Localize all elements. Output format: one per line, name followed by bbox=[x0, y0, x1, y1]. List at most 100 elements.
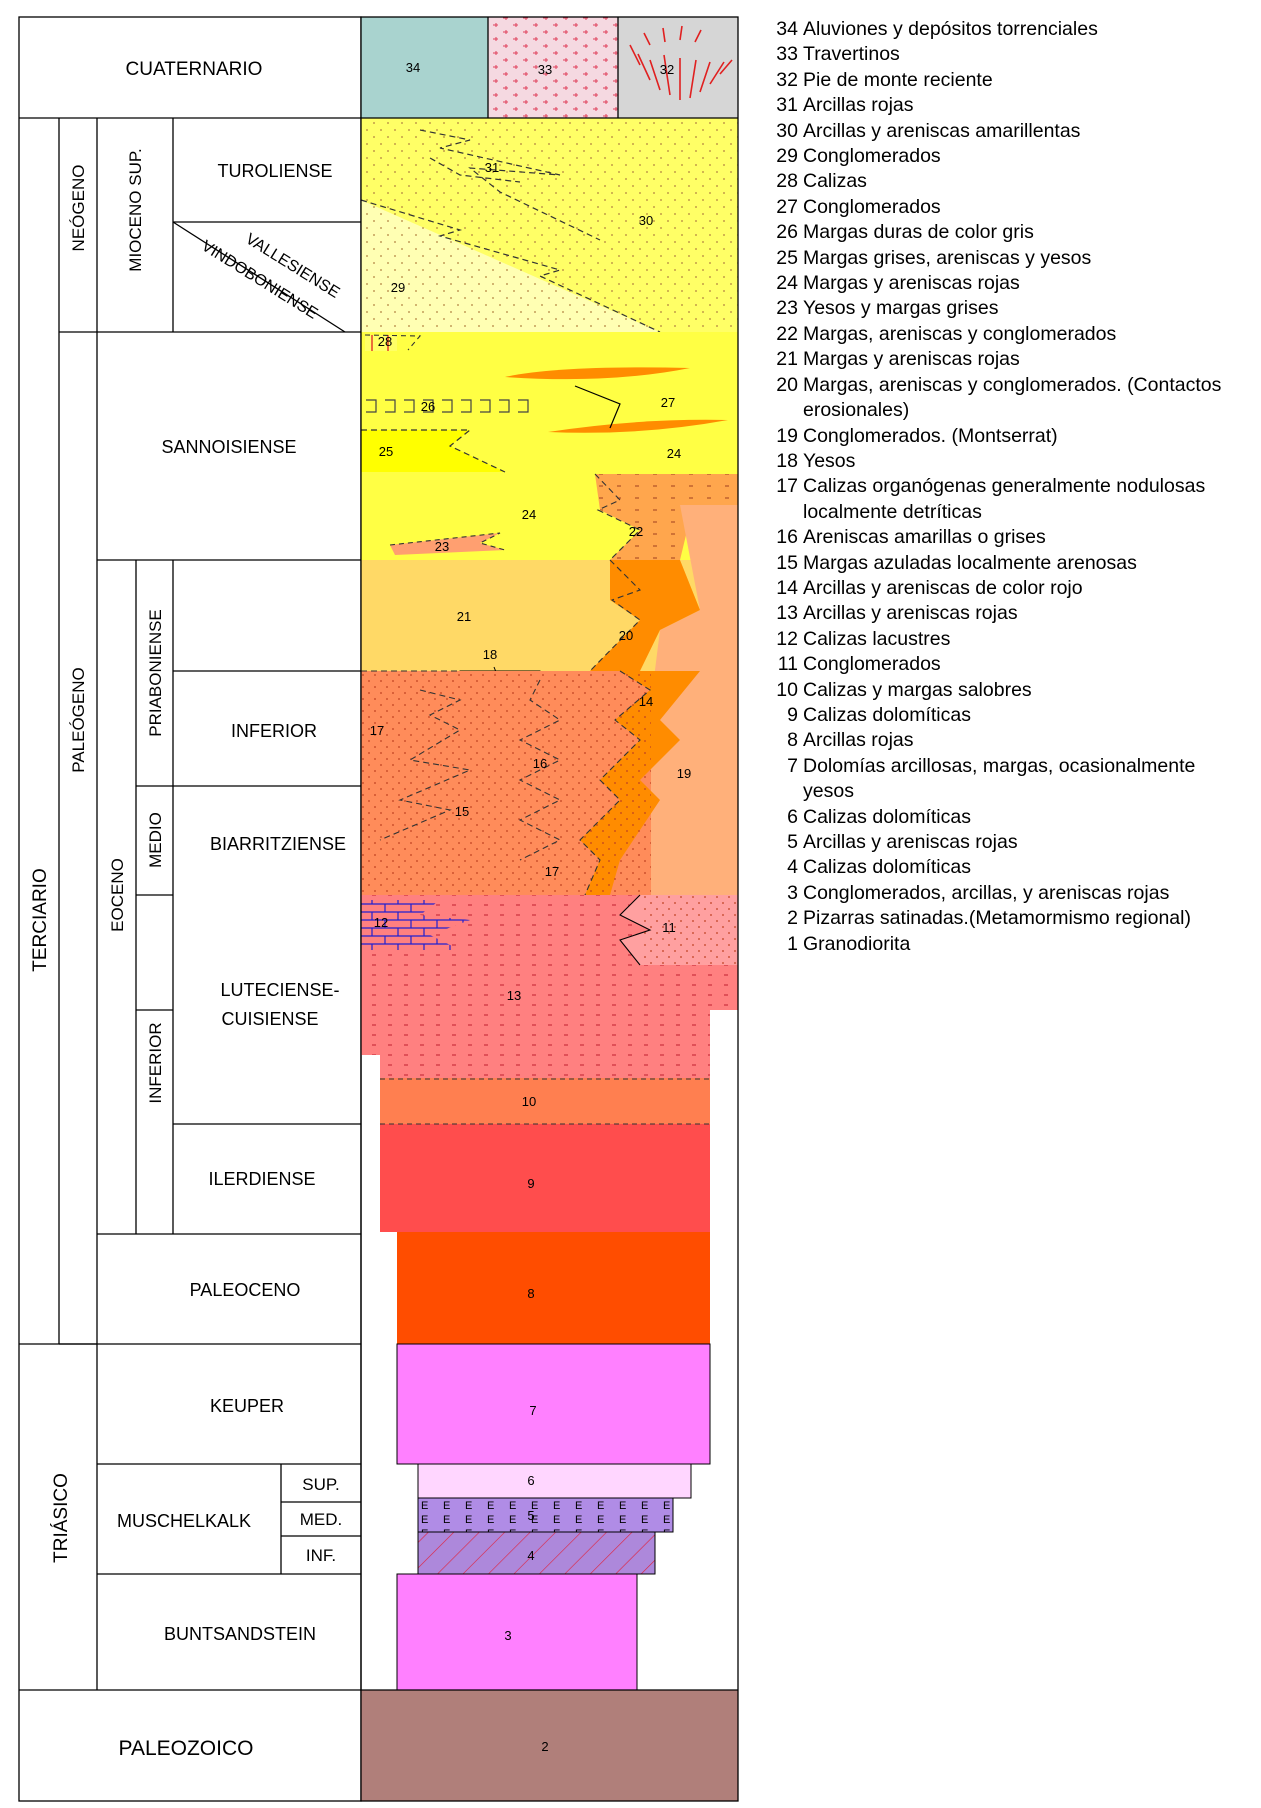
label-muschelkalk: MUSCHELKALK bbox=[117, 1511, 251, 1531]
unit-label-30: 30 bbox=[639, 213, 653, 228]
unit-label-3: 3 bbox=[504, 1628, 511, 1643]
legend-text: Conglomerados, arcillas, y areniscas roj… bbox=[803, 881, 1170, 904]
legend-text: Conglomerados bbox=[803, 195, 941, 218]
unit-label-33: 33 bbox=[538, 62, 552, 77]
unit-26 bbox=[366, 399, 529, 413]
legend-number: 27 bbox=[776, 195, 798, 218]
legend-text: Conglomerados. (Montserrat) bbox=[803, 424, 1058, 447]
legend-number: 32 bbox=[776, 68, 798, 91]
label-paleoceno: PALEOCENO bbox=[190, 1280, 301, 1300]
legend-number: 26 bbox=[776, 221, 798, 244]
legend-number: 9 bbox=[787, 703, 798, 726]
legend-text: Yesos bbox=[803, 449, 856, 472]
unit-label-34: 34 bbox=[406, 60, 420, 75]
legend-text: Calizas lacustres bbox=[803, 627, 951, 650]
unit-label-10: 10 bbox=[522, 1094, 536, 1109]
unit-8 bbox=[397, 1232, 710, 1344]
chronology-table bbox=[18, 16, 362, 1802]
label-priaboniense: PRIABONIENSE bbox=[146, 609, 165, 737]
unit-6 bbox=[417, 1463, 692, 1499]
legend-number: 6 bbox=[787, 805, 798, 828]
unit-32-fan bbox=[629, 25, 733, 100]
unit-27a bbox=[505, 367, 690, 380]
unit-label-24b: 24 bbox=[522, 507, 536, 522]
legend-text: Travertinos bbox=[803, 43, 900, 66]
unit-label-31: 31 bbox=[485, 160, 499, 175]
unit-20 bbox=[590, 560, 700, 671]
legend-text: Margas, areniscas y conglomerados. (Cont… bbox=[803, 373, 1222, 422]
unit-label-14: 14 bbox=[639, 694, 653, 709]
unit-7 bbox=[396, 1343, 711, 1465]
label-medio: MEDIO bbox=[146, 812, 165, 868]
legend-text: Conglomerados bbox=[803, 145, 941, 168]
unit-label-11: 11 bbox=[662, 920, 676, 935]
legend-number: 23 bbox=[776, 297, 798, 320]
unit-27b bbox=[548, 419, 728, 433]
label-muschelkalk-sup: SUP. bbox=[302, 1475, 340, 1494]
unit-label-32: 32 bbox=[660, 62, 674, 77]
legend-number: 14 bbox=[776, 576, 798, 599]
legend-text: Conglomerados bbox=[803, 653, 941, 676]
legend-number: 33 bbox=[776, 43, 798, 66]
legend-text: Aluviones y depósitos torrenciales bbox=[803, 18, 1098, 40]
unit-4 bbox=[417, 1531, 656, 1575]
label-luteciense: LUTECIENSE- bbox=[220, 980, 339, 1000]
legend-text: Margas y areniscas rojas bbox=[803, 348, 1020, 371]
unit-label-13: 13 bbox=[507, 988, 521, 1003]
legend-text: Pizarras satinadas.(Metamormismo regiona… bbox=[803, 907, 1191, 930]
unit-label-6: 6 bbox=[527, 1473, 534, 1488]
legend-text: Calizas organógenas generalmente nodulos… bbox=[803, 475, 1206, 523]
unit-32 bbox=[618, 17, 738, 118]
unit-label-9: 9 bbox=[527, 1176, 534, 1191]
unit-label-8: 8 bbox=[527, 1286, 534, 1301]
legend-text: Arcillas rojas bbox=[803, 94, 914, 117]
unit-label-15: 15 bbox=[455, 804, 469, 819]
legend-text: Calizas dolomíticas bbox=[803, 805, 971, 828]
unit-label-28: 28 bbox=[378, 334, 392, 349]
unit-label-23: 23 bbox=[435, 539, 449, 554]
legend-number: 15 bbox=[776, 551, 798, 574]
column-frame bbox=[360, 16, 739, 1802]
label-mioceno-sup: MIOCENO SUP. bbox=[126, 148, 145, 271]
legend-text: Arcillas y areniscas de color rojo bbox=[803, 576, 1083, 599]
legend-text: Calizas bbox=[803, 170, 867, 193]
stratigraphic-column: E bbox=[18, 16, 739, 1802]
legend-text: Margas grises, areniscas y yesos bbox=[803, 246, 1092, 269]
label-keuper: KEUPER bbox=[210, 1396, 284, 1416]
unit-5 bbox=[417, 1497, 674, 1533]
label-inferior-priaboniense: INFERIOR bbox=[231, 721, 317, 741]
unit-label-24a: 24 bbox=[667, 446, 681, 461]
legend-number: 29 bbox=[776, 145, 798, 168]
unit-label-16: 16 bbox=[533, 756, 547, 771]
unit-10 bbox=[380, 1078, 710, 1124]
legend-number: 19 bbox=[776, 424, 798, 447]
label-terciario: TERCIARIO bbox=[30, 868, 51, 971]
legend-text: Arcillas y areniscas amarillentas bbox=[803, 119, 1081, 142]
label-neogeno: NEÓGENO bbox=[69, 165, 88, 252]
label-inferior-eoceno: INFERIOR bbox=[146, 1022, 165, 1103]
legend-text: Granodiorita bbox=[803, 932, 911, 955]
legend-text: Calizas dolomíticas bbox=[803, 856, 971, 879]
unit-labels: 34 33 32 31 30 29 28 27 26 25 24 24 22 2… bbox=[370, 60, 691, 1754]
unit-label-17a: 17 bbox=[370, 723, 384, 738]
legend-number: 18 bbox=[776, 449, 798, 472]
unit-label-19: 19 bbox=[677, 766, 691, 781]
unit-25 bbox=[361, 430, 505, 472]
legend-number: 10 bbox=[776, 678, 798, 701]
unit-9 bbox=[380, 1124, 710, 1232]
legend-text: Pie de monte reciente bbox=[803, 68, 993, 91]
